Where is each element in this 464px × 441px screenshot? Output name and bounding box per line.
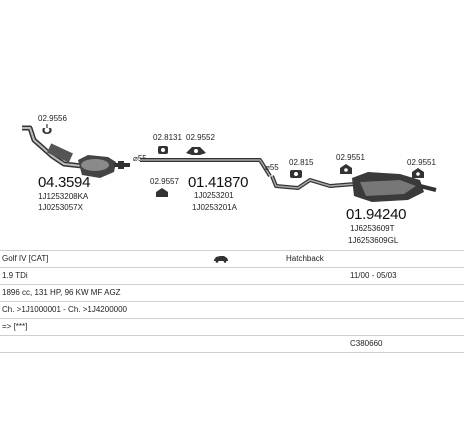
spec-label: 1896 cc, 131 HP, 96 KW MF AGZ [2,288,121,297]
info-row: => [***] [0,318,464,335]
info-row: Golf IV [CAT] Hatchback [0,250,464,267]
diameter-label: ⌀55 [265,163,279,172]
info-row: Ch. >1J1000001 - Ch. >1J4200000 [0,301,464,318]
catalogue-code: C380660 [350,339,383,348]
chassis-label: Ch. >1J1000001 - Ch. >1J4200000 [2,305,127,314]
clamp-icon [156,188,168,197]
oem-1J6253609GL: 1J6253609GL [348,236,399,245]
car-icon [214,256,228,263]
body-type: Hatchback [286,254,324,263]
part-ref-02-9551: 02.9551 [407,158,436,167]
catalytic-converter-icon [22,125,130,178]
middle-pipe-icon [140,158,272,178]
exhaust-diagram: 02.9556 04.3594 1J1253208KA 1J0253057X ⌀… [22,114,437,245]
bracket-icon [186,147,206,155]
hanger-icon [412,168,424,178]
oem-1J0253057X: 1J0253057X [38,203,84,212]
rubber-mount-icon [290,170,302,178]
part-ref-02-9556: 02.9556 [38,114,67,123]
part-ref-02-9551: 02.9551 [336,153,365,162]
part-ref-02-815: 02.815 [289,158,314,167]
oem-1J6253609T: 1J6253609T [350,224,395,233]
model-label: Golf IV [CAT] [2,254,49,263]
part-ref-02-9552: 02.9552 [186,133,215,142]
hanger-icon [42,124,52,134]
part-ref-02-8131: 02.8131 [153,133,182,142]
info-row: 1.9 TDi 11/00 - 05/03 [0,267,464,284]
vehicle-info-table: Golf IV [CAT] Hatchback 1.9 TDi 11/00 - … [0,250,464,353]
engine-label: 1.9 TDi [2,271,28,280]
part-ref-02-9557: 02.9557 [150,177,179,186]
part-number-01-41870: 01.41870 [188,174,248,191]
oem-1J0253201: 1J0253201 [194,191,234,200]
info-row: 1896 cc, 131 HP, 96 KW MF AGZ [0,284,464,301]
misc-label: => [***] [2,322,28,331]
rear-muffler-icon [270,172,437,202]
years-label: 11/00 - 05/03 [350,271,397,280]
info-row: C380660 [0,335,464,353]
part-number-01-94240: 01.94240 [346,206,406,223]
oem-1J0253201A: 1J0253201A [192,203,238,212]
part-number-04-3594: 04.3594 [38,174,90,191]
hanger-icon [340,164,352,174]
rubber-mount-icon [158,146,168,154]
oem-1J1253208KA: 1J1253208KA [38,192,89,201]
